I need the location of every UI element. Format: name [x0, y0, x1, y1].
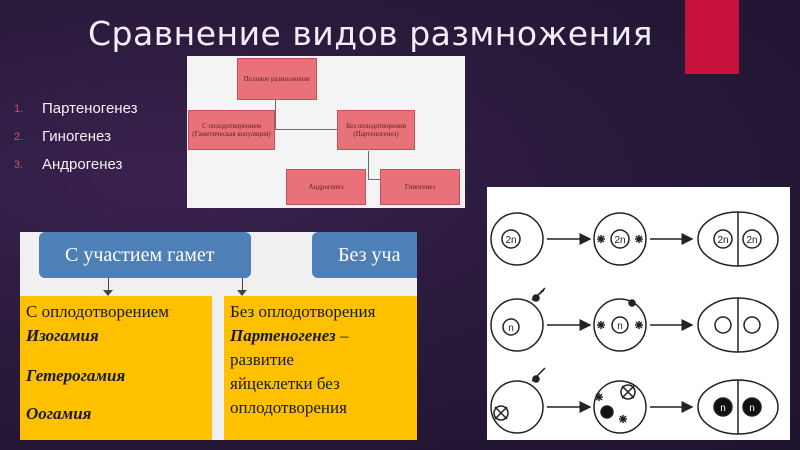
ploidy-label: n	[617, 321, 623, 332]
types-list: 1. Партеногенез 2. Гиногенез 3. Андрогенез	[14, 95, 137, 179]
list-label: Партеногенез	[42, 100, 138, 117]
no-fertilization-heading: Без оплодотворения	[230, 302, 376, 321]
arrow-down-icon	[103, 290, 113, 296]
nucleus	[493, 405, 509, 421]
root-box: Половое размножение	[237, 58, 317, 100]
definition-line: оплодотворения	[230, 398, 347, 417]
dark-nucleus	[742, 397, 762, 417]
list-item: 1. Партеногенез	[14, 95, 137, 123]
header-without-gametes: Без уча	[312, 232, 417, 278]
nucleus	[620, 384, 636, 400]
ploidy-label: 2n	[614, 235, 625, 246]
sperm-head	[628, 299, 636, 307]
centriole-icon	[597, 235, 605, 243]
sperm-head	[532, 294, 540, 302]
connector-line	[368, 179, 380, 180]
nucleus	[714, 316, 732, 334]
nucleus	[610, 229, 630, 249]
ploidy-label: n	[720, 403, 726, 414]
nucleus	[501, 229, 521, 249]
centriole-icon	[635, 321, 643, 329]
definition-line: яйцеклетки без	[230, 374, 340, 393]
list-label: Гиногенез	[42, 128, 111, 145]
cells-illustration: 2n 2n 2n 2n n n n n	[490, 211, 779, 435]
cell	[593, 298, 647, 352]
no-fertilization-box: Без оплодотворения (Партеногенез)	[337, 110, 415, 150]
centriole-icon	[619, 415, 627, 423]
connector-line	[108, 278, 109, 294]
cell	[593, 380, 647, 434]
list-item: 2. Гиногенез	[14, 123, 137, 151]
parthenogenesis-term: Партеногенез	[230, 326, 336, 345]
dark-nucleus	[600, 405, 614, 419]
list-label: Андрогенез	[42, 156, 123, 173]
fertilization-box: С оплодотворением (Гаметическая копуляци…	[188, 110, 275, 150]
ploidy-label: 2n	[746, 235, 757, 246]
nucleus	[742, 229, 762, 249]
no-fertilization-panel: Без оплодотворения Партеногенез – развит…	[224, 296, 417, 440]
connector-line	[275, 100, 276, 130]
nucleus	[743, 316, 761, 334]
reproduction-hierarchy-diagram: Половое размножение С оплодотворением (Г…	[187, 56, 465, 208]
androgenesis-box: Андрогенез	[286, 169, 366, 205]
header-with-gametes: С участием гамет	[39, 232, 251, 278]
fertilization-panel: С оплодотворением Изогамия Гетерогамия О…	[20, 296, 212, 440]
gametes-comparison-diagram: С участием гамет Без уча С оплодотворени…	[20, 232, 417, 440]
egg-cell	[490, 298, 544, 352]
fertilization-heading: С оплодотворением	[26, 302, 169, 321]
arrow-down-icon	[237, 290, 247, 296]
cell-development-diagram: 2n 2n 2n 2n n n n n	[487, 187, 790, 440]
connector-line	[275, 129, 339, 130]
nucleus	[502, 318, 520, 336]
list-number: 3.	[14, 159, 24, 171]
connector-line	[242, 278, 243, 294]
ploidy-label: 2n	[717, 235, 728, 246]
egg-cell	[490, 212, 544, 266]
cross-icon	[494, 406, 508, 420]
definition-line: развитие	[230, 350, 294, 369]
ploidy-label: n	[749, 403, 755, 414]
slide-title: Сравнение видов размножения	[88, 14, 653, 53]
accent-bar	[685, 0, 739, 74]
heterogamy-label: Гетерогамия	[26, 366, 126, 385]
nucleus	[713, 229, 733, 249]
parthenogenesis-line: Партеногенез –	[230, 324, 411, 348]
ploidy-label: n	[508, 323, 514, 334]
cell	[593, 212, 647, 266]
connector-line	[368, 151, 369, 180]
list-number: 2.	[14, 131, 24, 143]
centriole-icon	[635, 235, 643, 243]
centriole-icon	[597, 321, 605, 329]
nucleus	[611, 316, 629, 334]
gynogenesis-box: Гиногенез	[380, 169, 460, 205]
centriole-icon	[595, 393, 603, 401]
dark-nucleus	[713, 397, 733, 417]
egg-cell	[490, 380, 544, 434]
list-item: 3. Андрогенез	[14, 151, 137, 179]
cross-icon	[621, 385, 635, 399]
ploidy-label: 2n	[505, 235, 516, 246]
isogamy-label: Изогамия	[26, 326, 99, 345]
list-number: 1.	[14, 103, 24, 115]
oogamy-label: Оогамия	[26, 404, 92, 423]
sperm-head	[532, 375, 540, 383]
dash: –	[335, 326, 349, 345]
